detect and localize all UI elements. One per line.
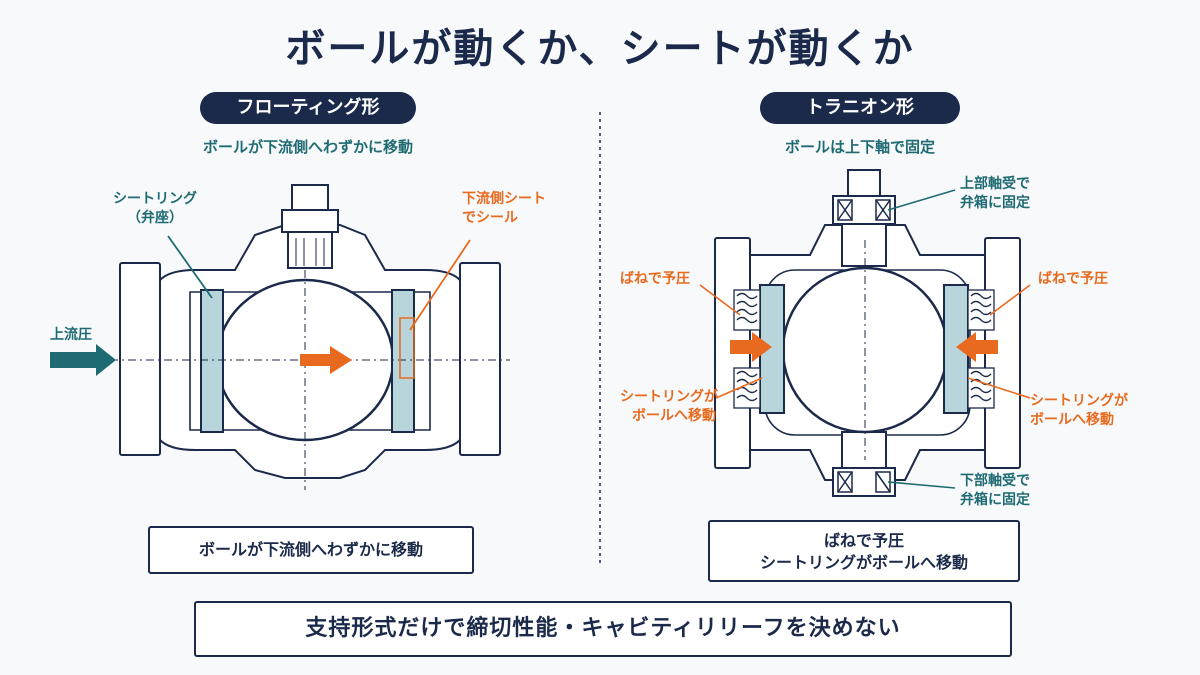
upstream-pressure-arrow [50,344,116,376]
right-seat-ring [391,289,415,433]
page-title: ボールが動くか、シートが動くか [285,26,915,72]
footer-note: 支持形式だけで締切性能・キャビティリリーフを決めない [194,601,1012,657]
lower-bearing-label: 下部軸受で 弁箱に固定 [960,473,1030,508]
upper-bearing-leader [887,189,956,211]
floating-type-pill: フローティング形 [200,92,416,124]
upstream-pressure-label: 上流圧 [50,327,92,343]
right-push-arrow [956,332,998,362]
ball-shift-arrow [300,346,352,374]
spring-preload-right-label: ばねで予圧 [1038,271,1108,287]
left-seat-ring [200,289,224,433]
lower-bearing-leader [887,481,956,489]
seat-move-left-label: シートリングが ボールへ移動 [620,389,718,424]
floating-caption: ボールが下流側へわずかに移動 [148,526,474,574]
spring-left-leader [699,284,741,316]
seat-leader [167,235,213,299]
spring-right-leader [989,284,1031,316]
trunnion-left-seat [759,284,785,414]
spring-preload-left-label: ばねで予圧 [620,271,690,287]
downstream-seal-label: 下流側シート でシール [462,191,546,226]
floating-subtitle: ボールが下流側へわずかに移動 [202,138,413,156]
seat-move-right-label: シートリングが ボールへ移動 [1030,393,1128,428]
seat-ring-label: シートリング （弁座） [113,191,197,226]
seat-right-leader [967,377,1031,399]
upper-bearing-label: 上部軸受で 弁箱に固定 [960,176,1030,211]
left-springs [733,289,761,409]
trunnion-type-pill: トラニオン形 [760,92,960,124]
trunnion-caption: ばねで予圧 シートリングがボールへ移動 [708,520,1020,582]
upper-bearing-marks [837,199,891,221]
right-springs [967,289,995,409]
left-push-arrow [730,332,772,362]
seat-left-leader [715,377,763,399]
trunnion-subtitle: ボールは上下軸で固定 [784,138,935,156]
